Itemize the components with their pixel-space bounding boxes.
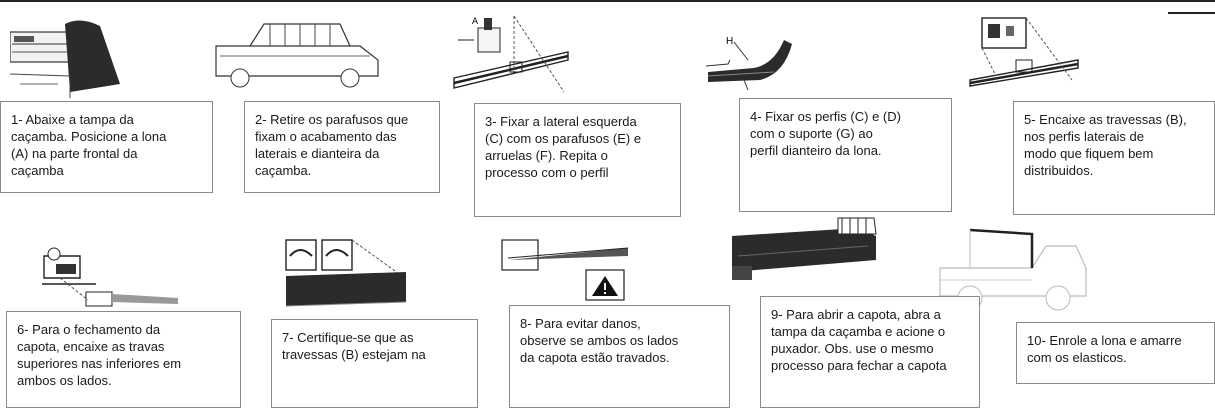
step-2-text: 2- Retire os parafusos que fixam o acaba… xyxy=(255,112,409,178)
step-5-box: 5- Encaixe as travessas (B), nos perfis … xyxy=(1013,101,1215,215)
top-border-line xyxy=(0,0,1215,2)
step-3-illustration: A xyxy=(452,12,570,98)
step-9-illustration xyxy=(728,216,878,282)
step-4-box: 4- Fixar os perfis (C) e (D) com o supor… xyxy=(739,98,952,212)
step-6-text: 6- Para o fechamento da capota, encaixe … xyxy=(17,322,182,388)
step-1-box: 1- Abaixe a tampa da caçamba. Posicione … xyxy=(0,101,213,193)
step-7-box: 7- Certifique-se que as travessas (B) es… xyxy=(271,319,478,408)
step-4-text: 4- Fixar os perfis (C) e (D) com o supor… xyxy=(750,109,901,158)
step-10-text: 10- Enrole a lona e amarre com os elasti… xyxy=(1027,333,1182,365)
step-10-box: 10- Enrole a lona e amarre com os elasti… xyxy=(1016,322,1215,384)
step-5-text: 5- Encaixe as travessas (B), nos perfis … xyxy=(1024,112,1187,178)
step-8-text: 8- Para evitar danos, observe se ambos o… xyxy=(520,316,679,365)
step-1-illustration xyxy=(10,14,122,98)
step-3-text: 3- Fixar a lateral esquerda (C) com os p… xyxy=(485,114,642,180)
step-7-text: 7- Certifique-se que as travessas (B) es… xyxy=(282,330,426,362)
step-3-box: 3- Fixar a lateral esquerda (C) com os p… xyxy=(474,103,681,217)
step-8-illustration xyxy=(500,238,630,302)
corner-rule xyxy=(1168,12,1215,14)
step-9-text: 9- Para abrir a capota, abra a tampa da … xyxy=(771,307,947,373)
step-8-box: 8- Para evitar danos, observe se ambos o… xyxy=(509,305,730,408)
step-3-callout-label: A xyxy=(472,16,478,26)
step-9-box: 9- Para abrir a capota, abra a tampa da … xyxy=(760,296,980,408)
step-2-box: 2- Retire os parafusos que fixam o acaba… xyxy=(244,101,440,193)
step-5-illustration xyxy=(968,14,1080,88)
step-1-text: 1- Abaixe a tampa da caçamba. Posicione … xyxy=(11,112,167,178)
step-7-illustration xyxy=(282,236,410,314)
step-6-illustration xyxy=(40,242,180,314)
step-4-callout-label: H xyxy=(726,36,733,47)
step-2-illustration xyxy=(210,16,382,88)
step-4-illustration: H xyxy=(704,20,800,94)
step-6-box: 6- Para o fechamento da capota, encaixe … xyxy=(6,311,241,408)
